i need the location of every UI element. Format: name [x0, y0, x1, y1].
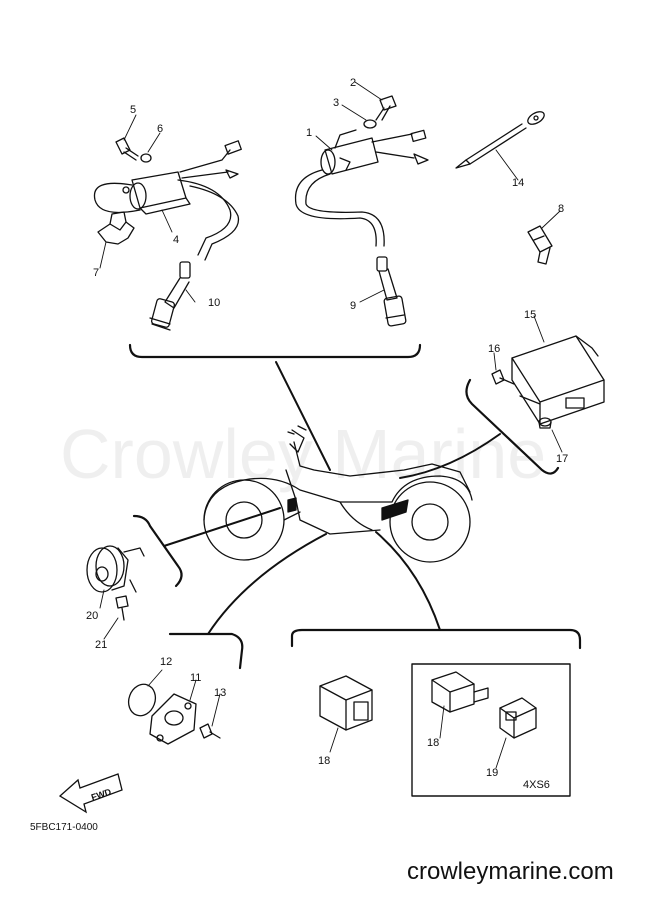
- variant-box: [411, 663, 571, 797]
- neutral-switch: [149, 693, 197, 745]
- callout-numbers: 1 2 3 4 5 6 7 8 9 10 11 12 13 14 15 16 1…: [86, 77, 568, 779]
- callout-18b: 18: [427, 737, 439, 749]
- group-bracket-cdi: [465, 378, 560, 475]
- website-label: crowleymarine.com: [407, 858, 614, 885]
- forward-arrow-icon: FWD: [58, 773, 123, 814]
- relay-unit: [319, 675, 373, 731]
- ignition-coil-left: [93, 140, 242, 261]
- callout-1: 1: [306, 127, 312, 139]
- leader-lines: [99, 81, 563, 769]
- grommet-17: [538, 417, 552, 429]
- group-bracket-switch: [168, 632, 244, 670]
- callout-9: 9: [350, 300, 356, 312]
- ignition-coil-right: [294, 129, 429, 247]
- callout-18a: 18: [318, 755, 330, 767]
- motorcycle-outline: [203, 425, 473, 563]
- spark-plug-cap-left: [149, 261, 191, 331]
- horn: [86, 545, 145, 593]
- watermark-text: Crowley Marine: [60, 415, 546, 493]
- callout-3: 3: [333, 97, 339, 109]
- bolt-5: [115, 137, 139, 161]
- callout-7: 7: [93, 267, 99, 279]
- washer-3: [363, 119, 377, 129]
- bolt-16: [491, 369, 515, 385]
- washer-6: [140, 153, 152, 163]
- callout-17: 17: [556, 453, 568, 465]
- o-ring: [127, 683, 157, 717]
- callout-15: 15: [524, 309, 536, 321]
- callout-14: 14: [512, 177, 524, 189]
- coupler: [499, 697, 537, 739]
- variant-label: 4XS6: [523, 779, 550, 791]
- callout-21: 21: [95, 639, 107, 651]
- callout-2: 2: [350, 77, 356, 89]
- diagram-code: 5FBC171-0400: [30, 822, 98, 833]
- clamp-clip: [97, 211, 135, 245]
- spark-plug-cap-right: [376, 256, 407, 327]
- callout-13: 13: [214, 687, 226, 699]
- callout-12: 12: [160, 656, 172, 668]
- cdi-unit: [511, 335, 605, 425]
- group-bracket-relay: [290, 628, 582, 650]
- screw-13: [199, 723, 221, 739]
- callout-19: 19: [486, 767, 498, 779]
- wire-clip: [527, 225, 553, 265]
- bolt-2: [375, 95, 397, 121]
- callout-6: 6: [157, 123, 163, 135]
- callout-5: 5: [130, 104, 136, 116]
- callout-10: 10: [208, 297, 220, 309]
- callout-11: 11: [190, 672, 201, 684]
- callout-20: 20: [86, 610, 98, 622]
- relay-unit-variant: [431, 671, 489, 713]
- callout-8: 8: [558, 203, 564, 215]
- bolt-21: [115, 595, 129, 621]
- callout-4: 4: [173, 234, 179, 246]
- callout-16: 16: [488, 343, 500, 355]
- group-bracket-ignition: [128, 343, 422, 359]
- lead-wire: [455, 111, 545, 169]
